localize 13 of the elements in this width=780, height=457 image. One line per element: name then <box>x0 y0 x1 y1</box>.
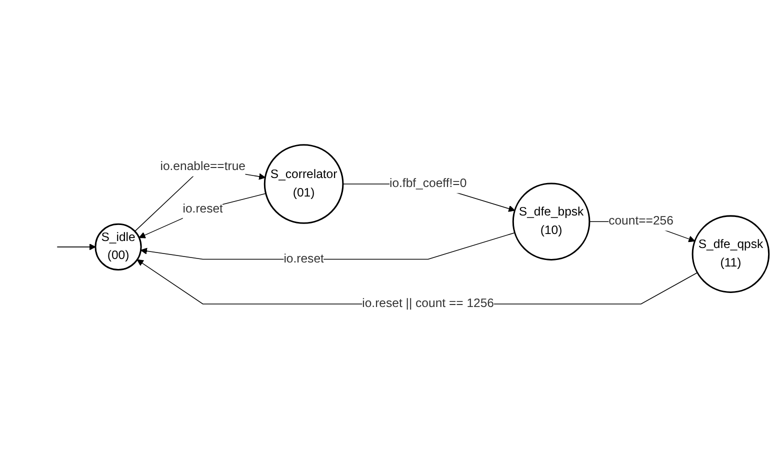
arrow <box>56 243 96 250</box>
edge-label: io.reset <box>284 252 324 265</box>
node-circle: S_idle (00) <box>94 222 142 270</box>
edge-label: io.reset <box>182 202 223 215</box>
arrow <box>138 192 266 238</box>
edge-label: io.fbf_coeff!=0 <box>389 176 467 190</box>
arrow <box>140 232 516 260</box>
node-circle: S_dfe_bpsk (10) <box>512 182 590 260</box>
edge-label: io.reset || count == 1256 <box>362 296 494 310</box>
node-circle: S_dfe_qpsk (11) <box>692 214 770 292</box>
edge-label: count==256 <box>608 214 674 228</box>
node-circle: S_correlator (01) <box>264 144 344 224</box>
edge-label: io.enable==true <box>160 160 246 173</box>
